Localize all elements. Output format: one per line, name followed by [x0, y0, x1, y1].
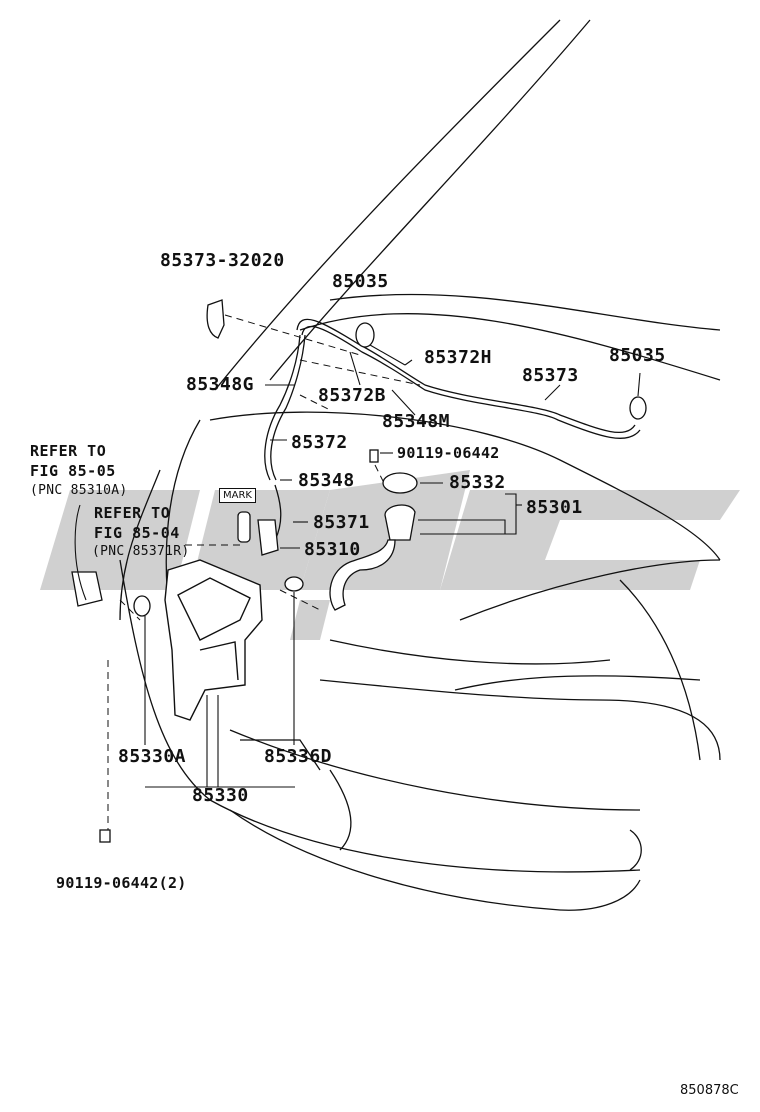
ref2-line3: (PNC 85371R)	[92, 544, 190, 559]
vehicle-outline	[119, 19, 721, 911]
pump-85310a-icon	[71, 571, 103, 607]
label-90119-06442-top: 90119-06442	[397, 444, 500, 462]
label-85373-32020: 85373-32020	[160, 250, 285, 271]
washer-hoses	[264, 318, 641, 541]
label-85373: 85373	[522, 365, 579, 386]
label-85035-right: 85035	[609, 345, 666, 366]
label-85310: 85310	[304, 539, 361, 560]
cap-85332-icon	[382, 472, 418, 494]
label-85330: 85330	[192, 785, 249, 806]
grommet-85336d-icon	[284, 576, 304, 592]
label-85372: 85372	[291, 432, 348, 453]
label-85372h: 85372H	[424, 347, 493, 368]
bolt-90119-bottom-icon	[99, 829, 111, 843]
bolt-90119-top-icon	[369, 449, 379, 463]
label-85372b: 85372B	[318, 385, 387, 406]
dashed-leaders	[107, 314, 421, 830]
figure-id: 850878C	[680, 1083, 739, 1098]
label-85348g: 85348G	[186, 374, 255, 395]
grommet-85371-icon	[237, 511, 251, 543]
label-85035-top: 85035	[332, 271, 389, 292]
clip-85373-32020-icon	[206, 299, 225, 339]
mark-tag: MARK	[219, 488, 256, 503]
ref1-line3: (PNC 85310A)	[30, 483, 128, 498]
label-85371: 85371	[313, 512, 370, 533]
label-90119-06442-bottom: 90119-06442(2)	[56, 874, 187, 892]
label-85348m: 85348M	[382, 411, 451, 432]
pump-85310-icon	[257, 519, 279, 556]
label-85336d: 85336D	[264, 746, 333, 767]
label-85348: 85348	[298, 470, 355, 491]
ref1-line1: REFER TO	[30, 442, 107, 460]
washer-tank-85330-icon	[164, 559, 263, 721]
ref2-line1: REFER TO	[94, 504, 171, 522]
label-85301: 85301	[526, 497, 583, 518]
ref1-line2: FIG 85-05	[30, 462, 116, 480]
inlet-85301-icon	[384, 504, 416, 541]
label-85330a: 85330A	[118, 746, 187, 767]
ref2-line2: FIG 85-04	[94, 524, 180, 542]
grommet-85330a-icon	[133, 595, 151, 617]
filler-hose-icon	[329, 539, 396, 611]
label-85332: 85332	[449, 472, 506, 493]
nozzle-85035-top-icon	[355, 322, 375, 348]
solid-leaders	[74, 344, 641, 788]
nozzle-85035-right-icon	[629, 396, 647, 420]
